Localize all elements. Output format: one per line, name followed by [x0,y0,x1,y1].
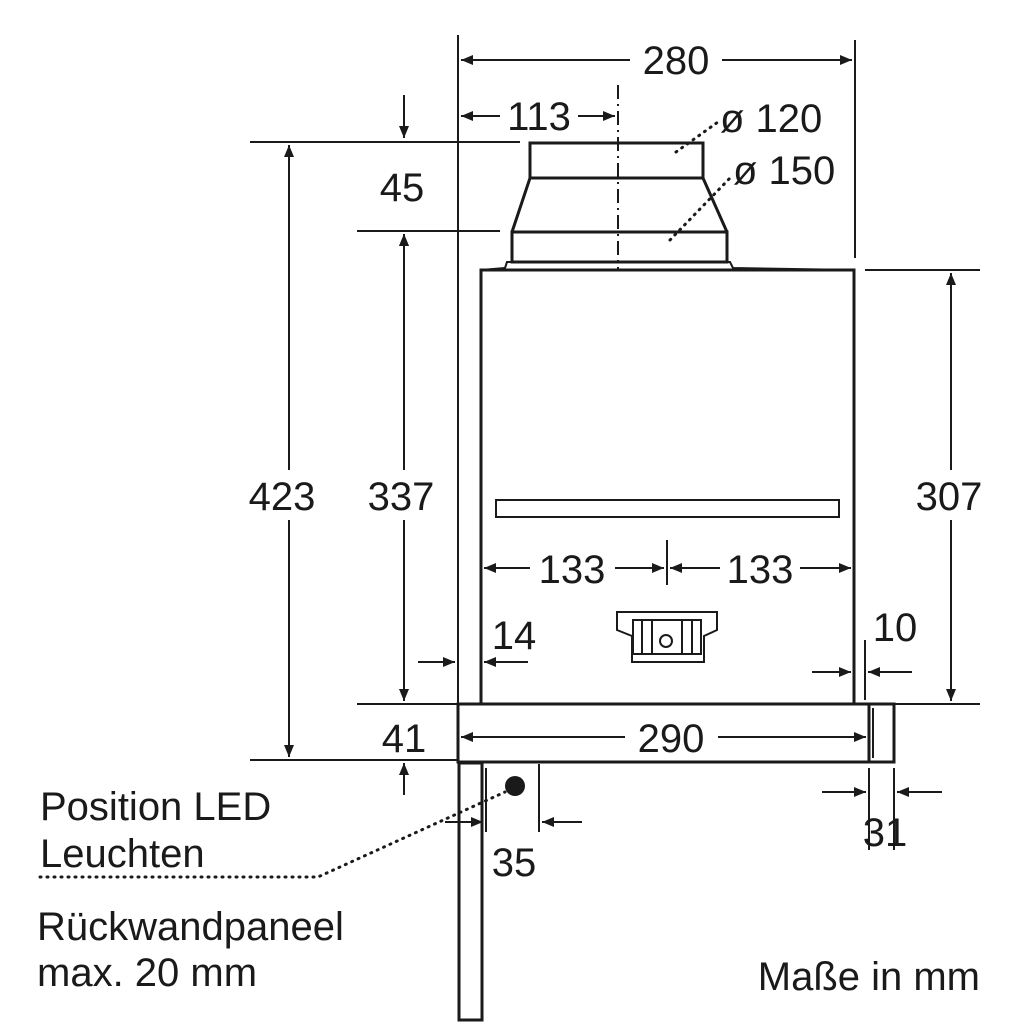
hood-geometry [456,35,896,1022]
note-led-line2: Leuchten [40,832,205,876]
dim-height-body-adapter: 337 [368,475,435,519]
note-led-line1: Position LED [40,785,271,829]
dim-height-total: 423 [249,475,316,519]
handle [867,702,896,764]
back-wall-panel [457,761,484,1022]
hood-body [479,268,856,706]
note-units: Maße in mm [758,955,980,999]
note-panel-line1: Rückwandpaneel [37,905,344,949]
notes: Position LED Leuchten Rückwandpaneel max… [37,785,980,999]
dim-half-width-right: 133 [727,548,794,592]
filter-bar [495,499,840,518]
led-position-marker [505,776,525,796]
dim-offset-left: 14 [492,614,537,658]
dim-panel-width: 290 [638,717,705,761]
dim-height-body: 307 [916,475,983,519]
dim-duct-offset: 113 [507,95,571,139]
duct-top [528,141,705,180]
dimension-labels: 280 113 ø 120 ø 150 45 423 337 307 133 1… [249,39,983,885]
dim-handle-depth: 31 [863,811,908,855]
dim-offset-right: 10 [873,606,918,650]
dim-panel-height: 41 [382,717,427,761]
dim-duct-inner: ø 120 [720,97,822,141]
dim-led-offset: 35 [492,841,537,885]
dimension-lines [284,55,956,827]
dim-height-adapter: 45 [380,166,425,210]
note-panel-line2: max. 20 mm [37,951,257,995]
duct-collar [510,230,729,264]
dim-duct-outer: ø 150 [733,149,835,193]
leader-lines [38,120,732,879]
dim-half-width-left: 133 [539,548,606,592]
duct-cone [510,176,729,233]
extension-lines [250,141,980,850]
control-switch [616,611,718,663]
dim-width-total: 280 [643,39,710,83]
